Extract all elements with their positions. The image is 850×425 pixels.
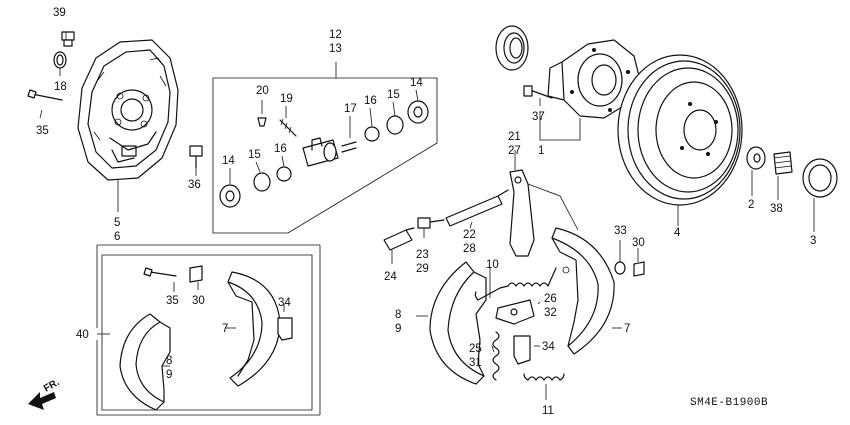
callout-22: 22	[463, 229, 476, 241]
callout-6: 6	[114, 231, 120, 243]
adjuster-rod-22	[445, 189, 509, 227]
backing-plate	[77, 39, 179, 181]
callout-11: 11	[542, 405, 554, 417]
leader-lever	[527, 183, 579, 231]
callout-34-lower: 34	[278, 297, 291, 309]
callout-40: 40	[76, 329, 89, 341]
brake-shoe-right	[551, 227, 615, 355]
clip-34-lower	[277, 317, 293, 341]
nut-38	[773, 151, 793, 175]
pin-35-lower	[143, 267, 177, 277]
callout-3: 3	[810, 235, 816, 247]
brake-drum	[617, 54, 743, 206]
callout-25: 25	[469, 343, 482, 355]
cap-3	[802, 158, 838, 198]
callout-9: 9	[395, 323, 401, 335]
callout-12: 12	[329, 29, 342, 41]
callout-19: 19	[280, 93, 293, 105]
callout-8-lower: 8	[166, 355, 172, 367]
callout-31: 31	[469, 357, 482, 369]
adjuster-26	[495, 299, 535, 325]
callout-39: 39	[53, 7, 66, 19]
callout-38: 38	[770, 203, 783, 215]
oil-seal	[495, 25, 529, 71]
callout-35-lower: 35	[166, 295, 179, 307]
callout-21: 21	[508, 131, 521, 143]
bolt-36	[189, 145, 203, 169]
callout-1: 1	[538, 145, 544, 157]
callout-30: 30	[632, 237, 645, 249]
callout-24: 24	[384, 271, 397, 283]
return-spring-10	[474, 267, 557, 301]
shoe-set-left	[119, 313, 171, 411]
washer-2	[746, 146, 766, 170]
leader-1	[539, 112, 581, 141]
parking-lever	[509, 169, 535, 257]
callout-37: 37	[532, 111, 545, 123]
shoe-set-box	[96, 244, 321, 416]
callout-33: 33	[614, 225, 627, 237]
bolt-24	[383, 227, 415, 251]
callout-27: 27	[508, 145, 521, 157]
spring-25	[492, 331, 500, 381]
pin-23	[417, 217, 445, 229]
callout-9-lower: 9	[166, 369, 172, 381]
callout-10: 10	[486, 259, 499, 271]
callout-32: 32	[544, 307, 557, 319]
front-direction-label: FR.	[42, 377, 62, 395]
diagram-code: SM4E-B1900B	[690, 397, 768, 409]
wheel-cylinder-box	[212, 62, 438, 234]
callout-34: 34	[542, 341, 555, 353]
callout-5: 5	[114, 217, 120, 229]
washer-33	[614, 261, 626, 275]
callout-17: 17	[344, 103, 357, 115]
callout-30-lower: 30	[192, 295, 205, 307]
callout-26: 26	[544, 293, 557, 305]
callout-18: 18	[54, 81, 67, 93]
callout-35: 35	[36, 125, 49, 137]
front-direction-arrow	[28, 392, 56, 410]
callout-15: 15	[387, 89, 400, 101]
spring-11	[523, 373, 565, 381]
callout-16-lower: 16	[274, 143, 287, 155]
callout-13: 13	[329, 43, 342, 55]
callout-16: 16	[364, 95, 377, 107]
callout-29: 29	[416, 263, 429, 275]
callout-4: 4	[674, 227, 681, 239]
callout-labels: 39 18 35 5 6 36 12 13 20 19 17 16 15 14 …	[36, 7, 816, 417]
clip-30-right	[633, 261, 645, 277]
callout-36: 36	[188, 179, 201, 191]
bolt-39	[61, 31, 75, 47]
shoe-set-right	[227, 271, 281, 387]
clip-30-lower	[189, 265, 203, 283]
callout-20: 20	[256, 85, 269, 97]
callout-2: 2	[748, 199, 754, 211]
callout-14: 14	[410, 77, 423, 89]
callout-8: 8	[395, 309, 401, 321]
callout-23: 23	[416, 249, 429, 261]
callout-15-lower: 15	[248, 149, 261, 161]
leader-lines	[39, 32, 815, 400]
pin-35-upper	[27, 89, 63, 101]
callout-14-lower: 14	[222, 155, 235, 167]
brake-shoe-left	[429, 261, 487, 385]
clip-34-right	[513, 335, 531, 365]
plug-18	[53, 51, 67, 69]
callout-7: 7	[624, 323, 630, 335]
callout-28: 28	[463, 243, 476, 255]
bolt-37	[523, 85, 553, 99]
callout-7-lower: 7	[222, 323, 228, 335]
